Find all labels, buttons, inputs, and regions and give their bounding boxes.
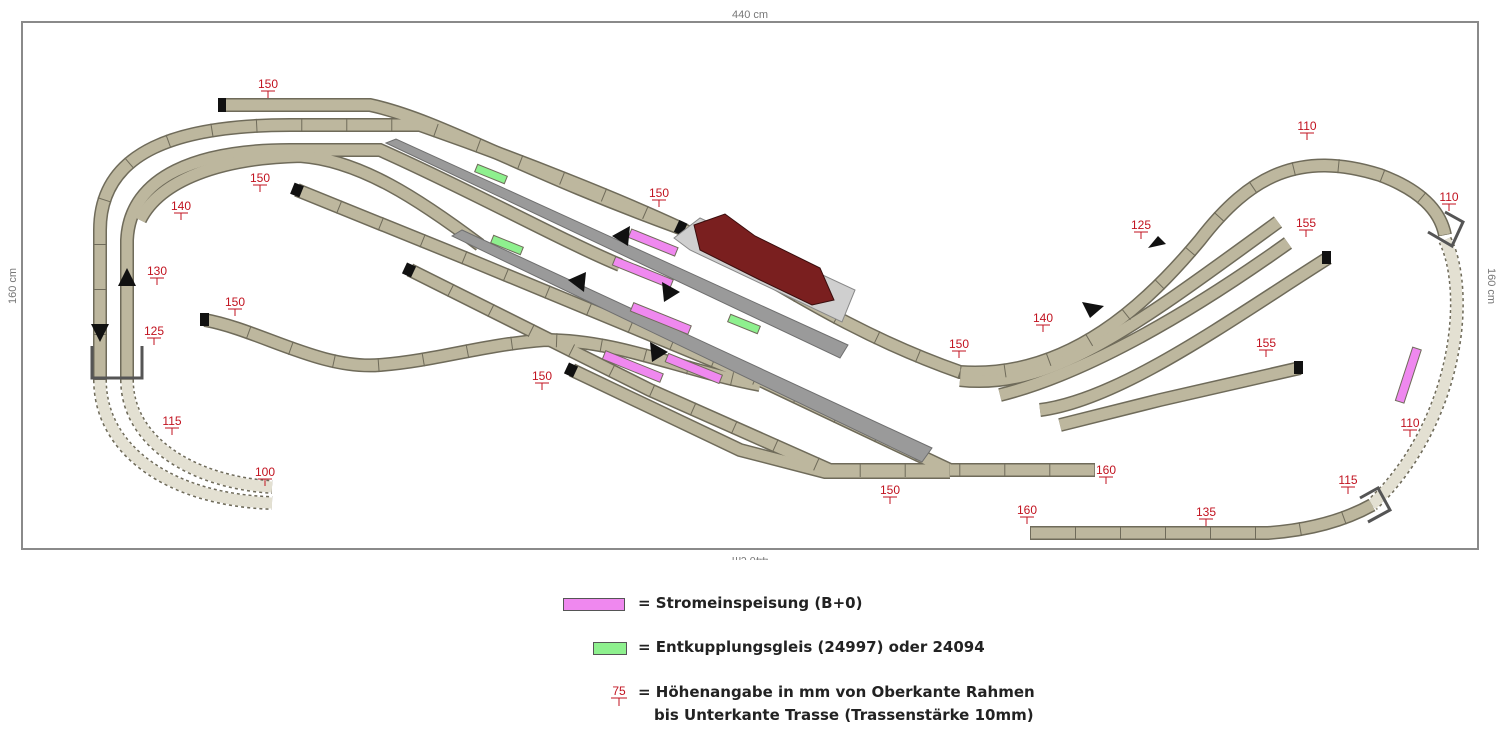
track-station-bottom — [569, 365, 950, 478]
track-bottom-right — [1030, 500, 1375, 539]
height-mark-label: 155 — [1256, 336, 1276, 350]
legend-uncoupler-text: = Entkupplungsgleis (24997) oder 24094 — [638, 638, 985, 656]
height-mark-label: 115 — [1338, 473, 1357, 487]
legend-height-sample: 75 — [612, 684, 626, 698]
height-mark: 100 — [255, 465, 275, 486]
height-mark: 140 — [1033, 311, 1053, 332]
tunnel-portals — [90, 210, 1465, 524]
height-mark-label: 150 — [880, 483, 900, 497]
height-mark: 115 — [1338, 473, 1358, 494]
height-mark-label: 150 — [250, 171, 270, 185]
height-mark: 125 — [144, 324, 164, 345]
height-mark: 150 — [649, 186, 669, 207]
height-mark-label: 110 — [1439, 190, 1458, 204]
feed-markers — [601, 228, 1422, 404]
height-mark-label: 100 — [255, 465, 275, 479]
dimension-top: 440 cm — [732, 9, 768, 21]
height-mark: 150 — [258, 77, 278, 98]
dimension-bottom: 440 cm — [732, 554, 768, 560]
portal-left — [90, 346, 144, 380]
height-mark-label: 140 — [171, 199, 191, 213]
height-mark-label: 150 — [649, 186, 669, 200]
track-plan: 440 cm 440 cm 160 cm 160 cm — [7, 9, 1497, 560]
height-mark: 155 — [1296, 216, 1316, 237]
height-mark: 135 — [1196, 505, 1216, 526]
buffer-stops — [200, 98, 1331, 378]
height-mark: 150 — [949, 337, 969, 358]
height-mark: 160 — [1096, 463, 1116, 484]
portal-right-top — [1427, 210, 1465, 249]
track-inner-branch — [135, 150, 484, 250]
uncoupler-markers — [474, 163, 761, 335]
direction-arrows — [91, 226, 1166, 362]
platforms — [384, 138, 933, 463]
height-mark-label: 115 — [162, 414, 181, 428]
height-mark: 150 — [880, 483, 900, 504]
height-mark: 110 — [1439, 190, 1459, 211]
legend-height-mark: 75 — [611, 684, 627, 706]
platform-upper — [384, 138, 849, 359]
legend-height-text-2: bis Unterkante Trasse (Trassenstärke 10m… — [654, 706, 1034, 724]
height-mark-label: 155 — [1296, 216, 1316, 230]
height-marks: 150 150 140 130 125 115 100 150 150 125 155 140 150 1… — [144, 77, 1459, 526]
legend-feed-swatch — [563, 598, 625, 611]
height-mark-label: 160 — [1017, 503, 1037, 517]
track-yard-1 — [959, 217, 1282, 387]
hidden-tracks — [93, 236, 1464, 511]
height-mark: 150 — [225, 295, 245, 316]
platform-lower — [450, 229, 933, 463]
height-mark-label: 140 — [1033, 311, 1053, 325]
track-yard-4 — [1058, 362, 1302, 431]
track-yard-3 — [1039, 253, 1331, 416]
legend-height-text-1: = Höhenangabe in mm von Oberkante Rahmen — [638, 683, 1035, 701]
height-mark: 110 — [1400, 416, 1420, 437]
dimension-right: 160 cm — [1485, 268, 1497, 304]
dimension-left: 160 cm — [7, 268, 19, 304]
height-mark-label: 150 — [532, 369, 552, 383]
height-mark: 130 — [147, 264, 167, 285]
height-mark-label: 135 — [1196, 505, 1216, 519]
height-mark-label: 150 — [258, 77, 278, 91]
legend-uncoupler-swatch — [593, 642, 627, 655]
height-mark-label: 150 — [949, 337, 969, 351]
track-top-spur — [222, 99, 682, 234]
height-mark: 155 — [1256, 336, 1276, 357]
height-mark-label: 150 — [225, 295, 245, 309]
height-mark: 150 — [532, 369, 552, 390]
station-building — [673, 213, 856, 323]
legend-feed-text: = Stromeinspeisung (B+0) — [638, 594, 863, 612]
height-mark-label: 125 — [1131, 218, 1151, 232]
height-mark: 110 — [1297, 119, 1317, 140]
portal-right-bottom — [1359, 485, 1393, 524]
height-mark: 115 — [162, 414, 182, 435]
height-mark-label: 130 — [147, 264, 167, 278]
height-mark: 160 — [1017, 503, 1037, 524]
height-mark-label: 110 — [1400, 416, 1419, 430]
height-mark-label: 110 — [1297, 119, 1316, 133]
height-mark-label: 160 — [1096, 463, 1116, 477]
height-mark: 140 — [171, 199, 191, 220]
track-yard-2 — [998, 238, 1292, 401]
height-mark: 125 — [1131, 218, 1151, 239]
height-mark-label: 125 — [144, 324, 164, 338]
height-mark: 150 — [250, 171, 270, 192]
track-left-inner-loop — [121, 144, 623, 380]
